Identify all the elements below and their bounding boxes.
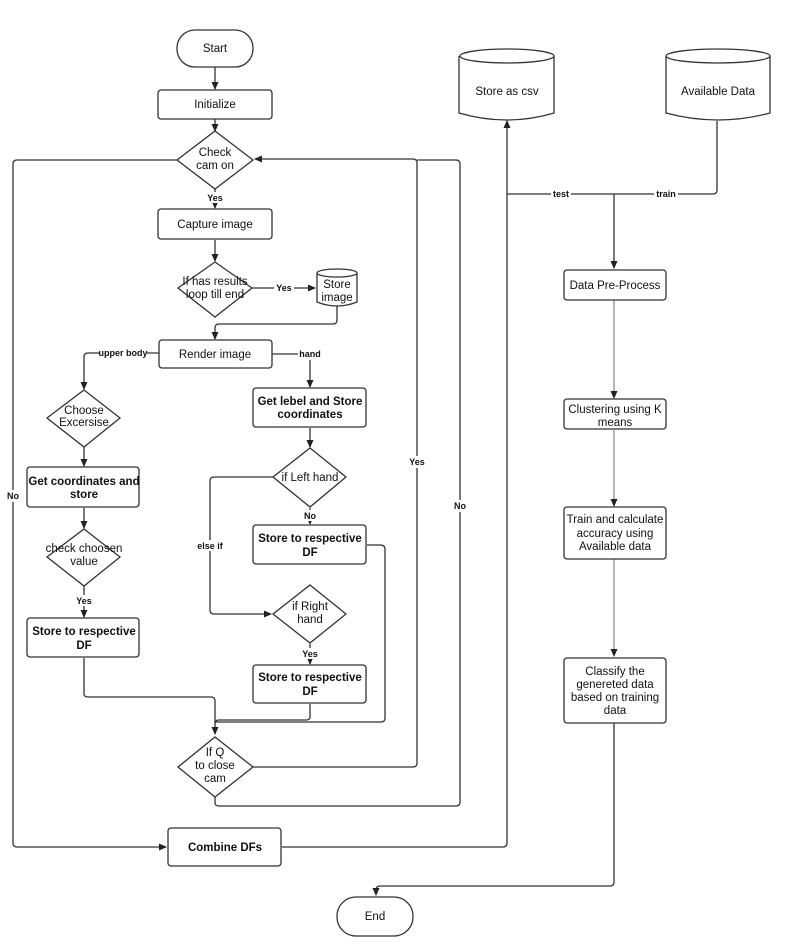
edge-label-upper-body: upper body bbox=[99, 348, 148, 358]
edge-label-yes-results: Yes bbox=[276, 283, 292, 293]
edge-available-train bbox=[614, 121, 718, 195]
edge-classify-end bbox=[372, 722, 615, 896]
node-get-coordinates-label-2: store bbox=[70, 489, 98, 501]
node-train-label-3: Available data bbox=[579, 541, 652, 553]
edge-label-yes-right: Yes bbox=[302, 649, 318, 659]
node-capture-image-label: Capture image bbox=[177, 219, 252, 231]
edge-combine-storecsv bbox=[282, 120, 511, 848]
node-get-label: Get lebel and Store coordinates bbox=[252, 387, 367, 428]
node-store-df-body: Store to respective DF bbox=[26, 617, 140, 658]
node-combine-dfs: Combine DFs bbox=[167, 827, 282, 867]
edge-label-yes-chosen: Yes bbox=[76, 596, 92, 606]
edge-label-no-cam: No bbox=[7, 491, 19, 501]
edge-render-upperbody bbox=[80, 352, 159, 390]
node-clustering-label-1: Clustering using K bbox=[568, 404, 662, 416]
edge-label-test: test bbox=[553, 189, 569, 199]
node-if-left: if Left hand bbox=[271, 447, 348, 508]
node-get-label-label-2: coordinates bbox=[277, 409, 342, 421]
edge-ifq-checkcam-no bbox=[214, 159, 461, 807]
node-check-chosen-label-2: value bbox=[70, 556, 98, 568]
node-store-df-left-label-2: DF bbox=[302, 547, 317, 559]
node-store-df-left: Store to respective DF bbox=[252, 524, 367, 565]
node-store-csv-label: Store as csv bbox=[475, 86, 539, 98]
edge-storedf-ifq bbox=[83, 658, 219, 735]
node-store-image-label-2: image bbox=[321, 292, 352, 304]
node-if-q-label-1: If Q bbox=[206, 747, 225, 759]
node-train: Train and calculate accuracy using Avail… bbox=[563, 506, 667, 560]
node-if-right: if Right hand bbox=[271, 584, 348, 644]
node-store-df-body-label-1: Store to respective bbox=[32, 626, 136, 638]
node-if-right-label-2: hand bbox=[297, 614, 323, 626]
node-train-label-1: Train and calculate bbox=[567, 514, 664, 526]
node-end: End bbox=[336, 896, 414, 937]
edge-label-no-left: No bbox=[304, 511, 316, 521]
node-store-df-body-label-2: DF bbox=[76, 640, 91, 652]
node-get-coordinates-label-1: Get coordinates and bbox=[28, 476, 139, 488]
node-check-chosen: check choosen value bbox=[46, 528, 123, 587]
node-start-label: Start bbox=[203, 43, 228, 55]
node-combine-dfs-label: Combine DFs bbox=[188, 842, 262, 854]
node-has-results: If has results loop till end bbox=[176, 261, 254, 318]
node-store-df-left-label-1: Store to respective bbox=[258, 533, 362, 545]
node-pre-process-label: Data Pre-Process bbox=[570, 280, 661, 292]
edge-label-no-loop: No bbox=[454, 501, 466, 511]
node-check-chosen-label-1: check choosen bbox=[46, 543, 123, 555]
node-if-right-label-1: if Right bbox=[292, 601, 329, 613]
node-store-df-right: Store to respective DF bbox=[252, 664, 367, 704]
edge-storeleft-ifq bbox=[215, 544, 386, 723]
edge-label-else-if: else if bbox=[197, 541, 224, 551]
edge-label-yes-cam: Yes bbox=[207, 193, 223, 203]
node-available-data-label: Available Data bbox=[681, 86, 756, 98]
node-store-df-right-label-1: Store to respective bbox=[258, 672, 362, 684]
node-render-image: Render image bbox=[158, 339, 273, 369]
node-store-image-label-1: Store bbox=[323, 279, 351, 291]
edge-label-yes-loop: Yes bbox=[409, 457, 425, 467]
node-classify: Classify the genereted data based on tra… bbox=[563, 657, 667, 724]
node-get-coordinates: Get coordinates and store bbox=[26, 466, 140, 508]
node-if-q-label-3: cam bbox=[204, 773, 226, 785]
node-get-label-label-1: Get lebel and Store bbox=[258, 396, 363, 408]
node-choose-exercise-label-2: Excersise bbox=[59, 417, 109, 429]
node-available-data: Available Data bbox=[665, 48, 771, 121]
edge-storeimage-render bbox=[211, 306, 338, 340]
edge-storeright-ifq bbox=[214, 704, 311, 725]
node-start: Start bbox=[176, 29, 254, 68]
node-check-cam: Check cam on bbox=[175, 130, 255, 190]
edge-checkcam-combine-no bbox=[12, 159, 177, 851]
edge-label-hand: hand bbox=[299, 349, 321, 359]
node-check-cam-label-1: Check bbox=[199, 147, 232, 159]
node-store-image: Store image bbox=[316, 268, 358, 307]
node-if-q-extra: cam bbox=[204, 773, 226, 785]
node-choose-exercise: Choose Excersise bbox=[45, 389, 122, 448]
node-has-results-label-1: If has results bbox=[182, 276, 247, 288]
edge-label-train: train bbox=[656, 189, 676, 199]
node-pre-process: Data Pre-Process bbox=[563, 269, 667, 301]
node-clustering-label-2: means bbox=[598, 417, 633, 429]
node-clustering: Clustering using K means bbox=[563, 398, 667, 430]
node-initialize-label: Initialize bbox=[194, 99, 236, 111]
node-if-q: If Q to close bbox=[176, 736, 255, 798]
node-choose-exercise-label-1: Choose bbox=[64, 405, 104, 417]
node-store-df-right-label-2: DF bbox=[302, 686, 317, 698]
node-end-label: End bbox=[365, 911, 385, 923]
node-classify-label-2: genereted data bbox=[576, 679, 654, 691]
node-classify-label-4: data bbox=[604, 705, 627, 717]
node-if-left-label: if Left hand bbox=[282, 472, 339, 484]
node-has-results-label-2: loop till end bbox=[186, 289, 244, 301]
node-capture-image: Capture image bbox=[157, 208, 273, 240]
node-if-q-label-2: to close bbox=[195, 760, 235, 772]
node-render-image-label: Render image bbox=[179, 349, 251, 361]
node-initialize: Initialize bbox=[157, 89, 273, 120]
node-classify-label-3: based on training bbox=[571, 692, 659, 704]
node-store-csv: Store as csv bbox=[458, 48, 555, 121]
node-classify-label-1: Classify the bbox=[585, 666, 644, 678]
node-check-cam-label-2: cam on bbox=[196, 160, 234, 172]
node-train-label-2: accuracy using bbox=[577, 528, 654, 540]
